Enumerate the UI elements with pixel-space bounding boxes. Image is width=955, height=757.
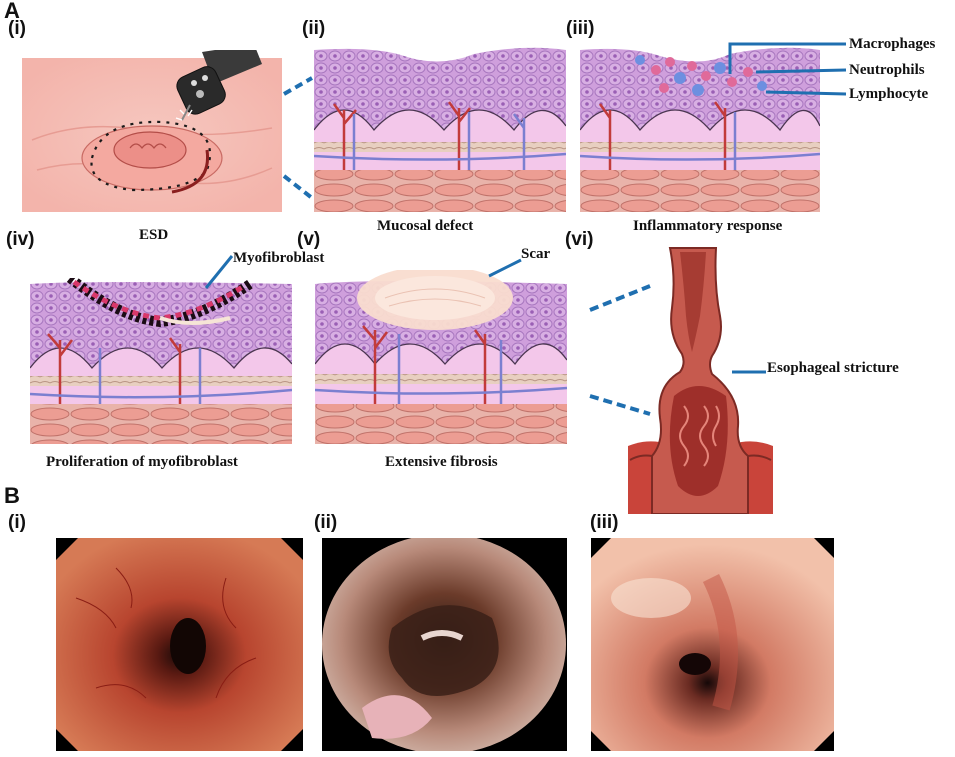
inflammatory-response-illustration xyxy=(580,38,820,212)
panel-a-iv-numeral: (iv) xyxy=(6,229,35,250)
myofibroblast-proliferation-illustration xyxy=(30,278,292,444)
panel-b-i-numeral: (i) xyxy=(8,512,26,533)
callout-line-myofibroblast xyxy=(204,255,234,289)
label-scar: Scar xyxy=(521,246,551,262)
section-label-a: A xyxy=(4,0,20,23)
caption-a-v: Extensive fibrosis xyxy=(385,454,498,470)
panel-a-i-numeral: (i) xyxy=(8,18,26,39)
panel-a-vi-numeral: (vi) xyxy=(565,229,594,250)
label-myofibroblast: Myofibroblast xyxy=(233,250,325,266)
connector-lines-v-vi xyxy=(589,284,651,416)
panel-a-v-numeral: (v) xyxy=(297,229,321,250)
section-label-b: B xyxy=(4,483,20,508)
extensive-fibrosis-illustration xyxy=(315,270,567,444)
panel-b-iii-numeral: (iii) xyxy=(590,512,619,533)
caption-a-ii: Mucosal defect xyxy=(377,218,474,234)
connector-lines-i-ii xyxy=(282,76,314,200)
panel-a-iii-numeral: (iii) xyxy=(566,18,595,39)
caption-a-iii: Inflammatory response xyxy=(633,218,783,234)
esophageal-stricture-illustration xyxy=(628,246,773,514)
panel-b-ii-numeral: (ii) xyxy=(314,512,338,533)
esd-illustration xyxy=(22,50,282,212)
endoscopy-image-post-esd xyxy=(322,538,567,751)
label-lymphocyte: Lymphocyte xyxy=(849,86,929,102)
label-esophageal-stricture: Esophageal stricture xyxy=(767,360,899,376)
callout-line-stricture xyxy=(732,370,766,374)
endoscopy-image-stricture xyxy=(591,538,834,751)
caption-a-iv: Proliferation of myofibroblast xyxy=(46,454,238,470)
label-neutrophils: Neutrophils xyxy=(849,62,925,78)
callout-lines-cells xyxy=(728,42,847,96)
mucosal-defect-illustration xyxy=(314,38,566,212)
caption-a-i: ESD xyxy=(139,227,169,243)
panel-a-ii-numeral: (ii) xyxy=(302,18,326,39)
endoscopy-image-normal xyxy=(56,538,303,751)
label-macrophages: Macrophages xyxy=(849,36,936,52)
callout-line-scar xyxy=(488,258,522,278)
